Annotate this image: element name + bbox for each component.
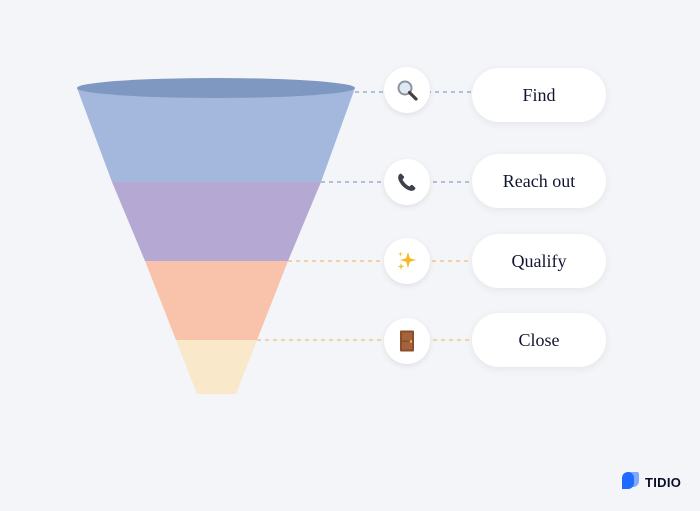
chat-bubble-icon <box>622 472 639 489</box>
qualify-step-icon <box>384 238 430 284</box>
funnel-rim <box>77 78 355 98</box>
step-label-close: Close <box>472 313 606 367</box>
funnel-segment-find <box>77 88 355 182</box>
close-step-icon <box>384 318 430 364</box>
funnel-segment-close <box>176 340 257 394</box>
sparkles-icon <box>397 251 416 270</box>
reach-out-step-icon <box>384 159 430 205</box>
step-label-find: Find <box>472 68 606 122</box>
step-label-qualify: Qualify <box>472 234 606 288</box>
funnel-segment-qualify <box>145 261 288 340</box>
magnifying-glass-icon <box>397 80 418 101</box>
funnel-segment-reach-out <box>112 182 321 261</box>
step-label-reach-out: Reach out <box>472 154 606 208</box>
telephone-icon <box>398 173 416 191</box>
door-icon <box>400 330 414 352</box>
find-step-icon <box>384 67 430 113</box>
tidio-logo: TIDIO <box>620 471 681 493</box>
brand-name: TIDIO <box>645 474 682 490</box>
